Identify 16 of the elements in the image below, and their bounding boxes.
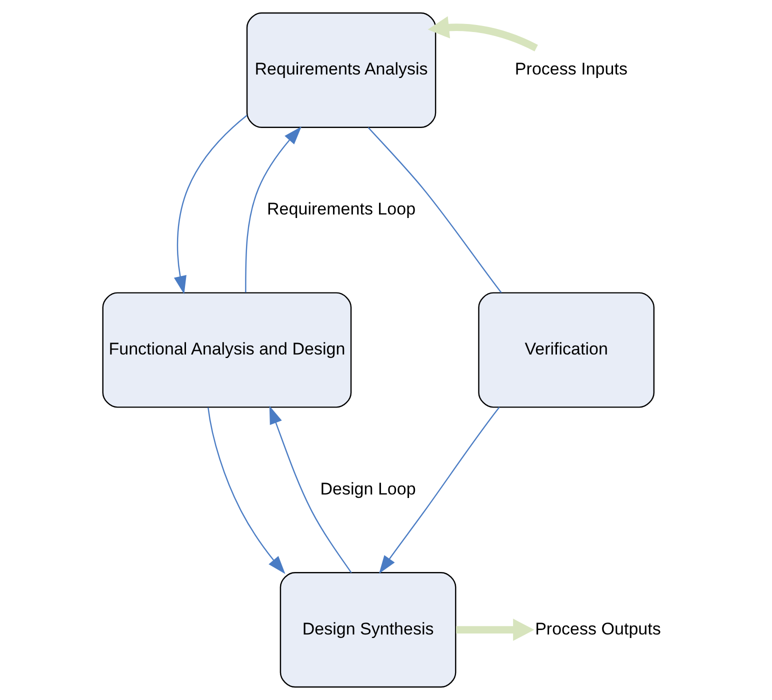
node-box: Design Synthesis (280, 572, 456, 688)
label: Requirements Loop (267, 200, 416, 219)
node-text: Process Outputs (535, 619, 661, 638)
node-box: Functional Analysis and Design (102, 292, 352, 408)
label: Design Loop (320, 479, 416, 498)
node-box: Requirements Analysis (246, 12, 436, 128)
arrow (208, 407, 286, 574)
node-box: Verification (478, 292, 655, 408)
arrow (379, 406, 500, 574)
connector (368, 127, 502, 294)
arrow (269, 406, 352, 573)
arrow (245, 126, 302, 292)
arrow (174, 114, 248, 294)
node-text: Process Inputs (514, 60, 628, 79)
arrow (456, 618, 534, 641)
arrow (428, 16, 538, 52)
